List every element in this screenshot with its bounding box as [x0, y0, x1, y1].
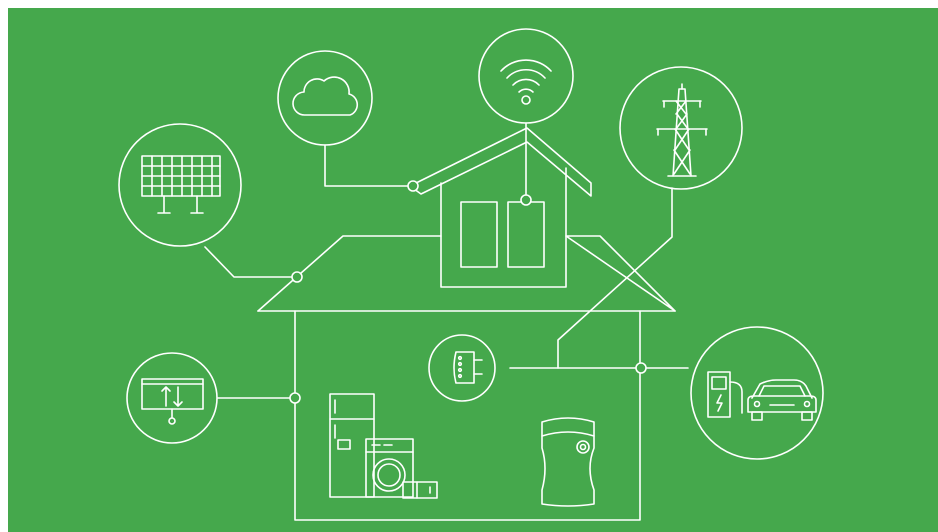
smart-meter-icon — [126, 352, 218, 444]
wifi-icon — [478, 28, 574, 124]
solar-connection — [204, 246, 299, 278]
smart-plug-icon — [428, 334, 496, 402]
battery-icon — [402, 481, 438, 499]
smart-home-diagram — [8, 8, 938, 532]
water-heater-icon — [541, 417, 595, 507]
dormer-roof — [409, 127, 592, 197]
electric-car-icon — [747, 379, 817, 421]
node-solar — [291, 271, 303, 283]
connection-nodes — [289, 180, 647, 404]
power-pylon-icon — [619, 66, 743, 190]
dormer-window-left — [460, 201, 498, 268]
cloud-connection — [324, 144, 412, 187]
house-walls — [294, 310, 641, 521]
node-wifi — [520, 194, 532, 206]
washing-machine-icon — [365, 438, 414, 498]
main-roof — [257, 235, 676, 312]
connections — [204, 122, 689, 399]
ev-charger-icon — [690, 326, 824, 460]
house-icon — [257, 127, 676, 521]
grid-connection — [557, 187, 673, 369]
solar-panel-icon — [118, 123, 242, 247]
node-meter — [289, 392, 301, 404]
node-cloud — [407, 180, 419, 192]
node-ev — [635, 362, 647, 374]
dormer-body — [440, 167, 567, 288]
diagram-canvas — [8, 8, 938, 532]
cloud-icon — [277, 50, 373, 146]
background — [8, 8, 938, 532]
